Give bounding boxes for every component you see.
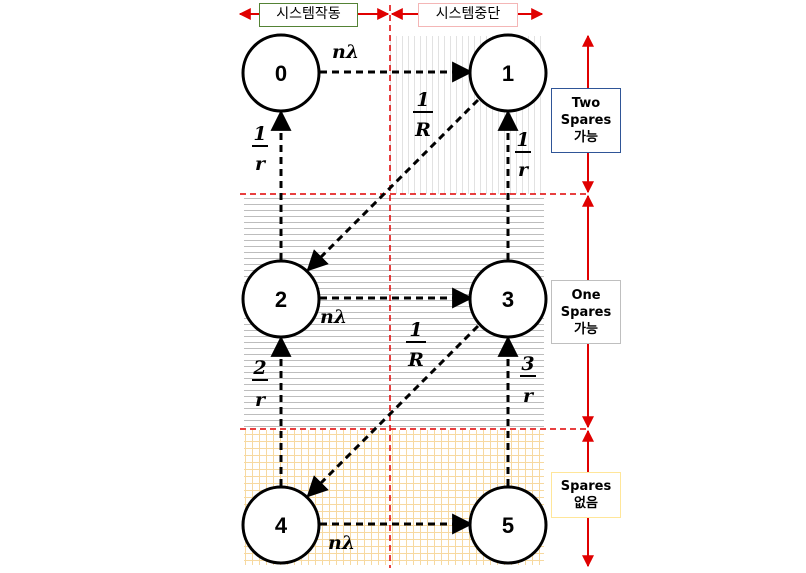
region-no-spares: Spares 없음	[551, 472, 621, 518]
state-node-5	[468, 485, 548, 565]
rate-label-2-3: nλ	[320, 306, 347, 328]
region-one-line1: One	[571, 287, 601, 303]
state-label-2: 2	[275, 287, 287, 312]
region-none-line2: 없음	[574, 496, 598, 511]
region-two-line3: 가능	[574, 130, 598, 145]
rate-den-3-1: r	[518, 159, 530, 181]
rate-den-3-4: R	[407, 349, 424, 371]
region-two-line2: Spares	[560, 113, 612, 128]
region-one-line2: Spares	[560, 304, 612, 320]
rate-num-5-3: 3	[521, 353, 534, 375]
region-two-spares: Two Spares 가능	[551, 88, 621, 153]
rate-num-4-2: 2	[252, 357, 266, 379]
region-one-line3: 가능	[574, 321, 598, 337]
rate-num-1-2: 1	[416, 89, 429, 111]
rate-num-2-0: 1	[253, 123, 266, 145]
rate-num-3-4: 1	[409, 319, 422, 341]
edge-3-4	[306, 324, 480, 498]
state-label-4: 4	[275, 513, 288, 538]
header-stopped-label: 시스템중단	[418, 3, 518, 27]
rate-den-5-3: r	[523, 385, 535, 407]
state-label-1: 1	[502, 61, 514, 86]
state-node-4	[241, 485, 321, 565]
state-label-0: 0	[275, 61, 287, 86]
state-label-5: 5	[502, 513, 514, 538]
region-none-line1: Spares	[560, 479, 612, 494]
edge-1-2	[306, 98, 480, 272]
state-node-3	[468, 259, 548, 339]
region-two-line1: Two	[571, 96, 601, 111]
rate-den-2-0: r	[255, 153, 267, 175]
rate-den-1-2: R	[414, 119, 431, 141]
rate-label-0-1: nλ	[332, 41, 359, 63]
state-label-3: 3	[502, 287, 514, 312]
rate-den-4-2: r	[255, 389, 267, 411]
state-node-1	[468, 33, 548, 113]
region-one-spare: One Spares 가능	[551, 280, 621, 344]
state-node-0	[241, 33, 321, 113]
rate-num-3-1: 1	[516, 129, 529, 151]
state-node-2	[241, 259, 321, 339]
rate-label-4-5: nλ	[328, 532, 355, 554]
header-operating-label: 시스템작동	[259, 3, 358, 27]
